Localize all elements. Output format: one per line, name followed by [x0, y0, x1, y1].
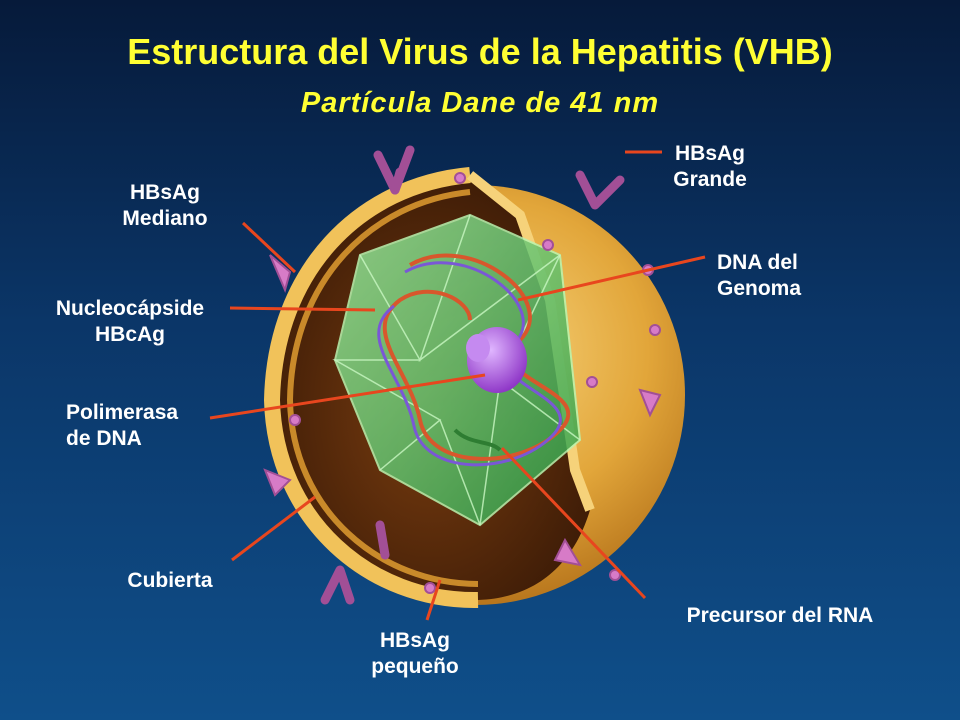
label-nucleocapside: Nucleocápside HBcAg: [55, 297, 205, 346]
leader-nucleocapside: [229, 306, 376, 312]
leader-cubierta: [231, 495, 316, 562]
label-hbsag-grande: HBsAg Grande: [673, 142, 747, 191]
capsid-facets: [332, 214, 581, 526]
leader-lines: [209, 150, 706, 621]
leader-precursor: [500, 446, 647, 600]
label-precursor-rna: Precursor del RNA: [686, 604, 874, 627]
slide-subtitle: Partícula Dane de 41 nm: [300, 87, 660, 119]
dna-strand-1: [382, 253, 571, 461]
rna-precursor-strand: [453, 428, 502, 452]
label-hbsag-mediano: HBsAg Mediano: [122, 181, 208, 230]
surface-spikes: [263, 145, 662, 605]
membrane-rim: [263, 167, 479, 609]
label-polimerasa: Polimerasa de DNA: [66, 401, 179, 450]
membrane-inner-rim: [286, 189, 479, 587]
label-hbsag-pequeno: HBsAg pequeño: [371, 629, 459, 678]
dna-strand-2: [377, 261, 562, 467]
leader-hbsag-mediano: [241, 221, 297, 274]
dna-polymerase-blob-lobe: [466, 334, 490, 362]
leader-hbsag-pequeno: [425, 579, 442, 621]
slide-title: Estructura del Virus de la Hepatitis (VH…: [127, 31, 833, 72]
leader-dna-genoma: [517, 255, 706, 302]
label-dna-genoma: DNA del Genoma: [717, 251, 802, 300]
leader-polimerasa: [209, 373, 486, 420]
label-cubierta: Cubierta: [127, 569, 213, 592]
